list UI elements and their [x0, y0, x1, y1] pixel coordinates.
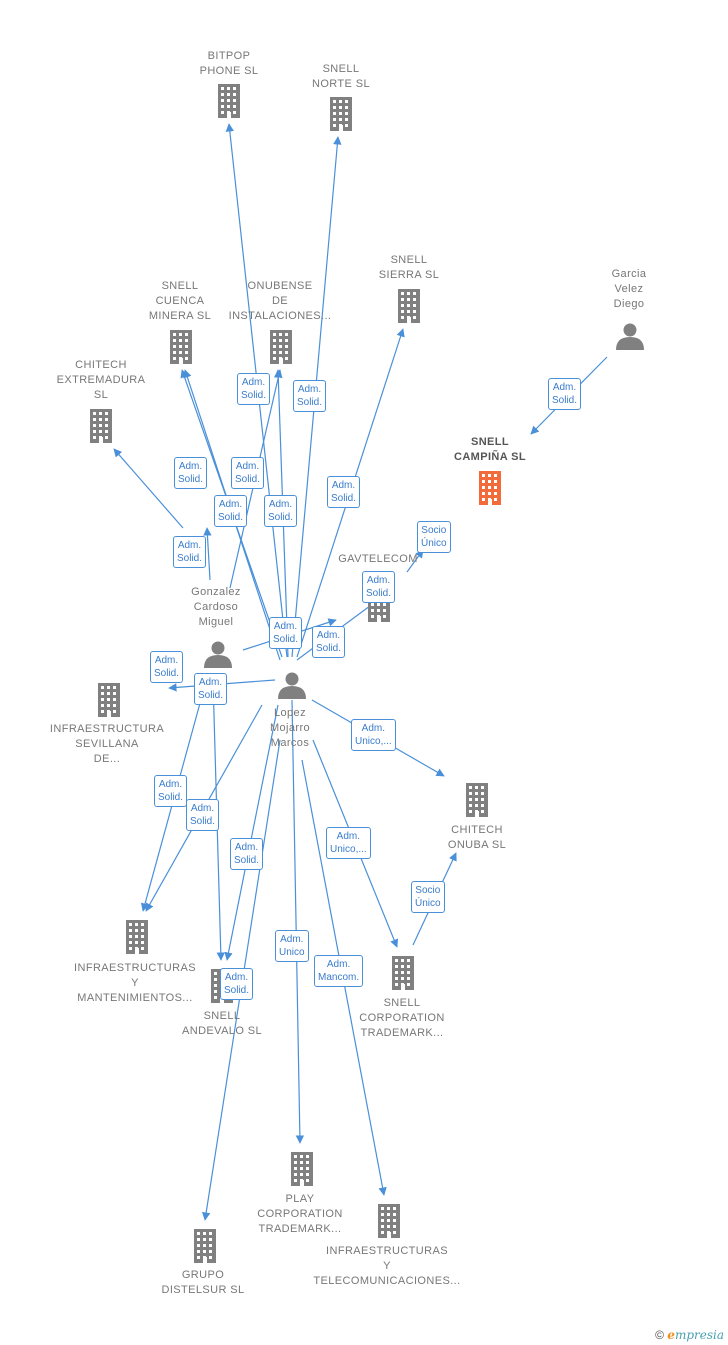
relation-edge	[113, 448, 184, 529]
node-label-snell-corp[interactable]: SNELL CORPORATION TRADEMARK...	[359, 997, 445, 1039]
footer-brand: © empresia	[655, 1328, 724, 1342]
edge-role-label: Adm. Unico,...	[351, 719, 396, 751]
edge-role-label: Adm. Solid.	[173, 536, 207, 568]
edge-role-label: Adm. Mancom.	[314, 955, 364, 987]
person-icon-gonzalez[interactable]	[204, 641, 232, 669]
relation-edge	[291, 699, 305, 1144]
building-icon-chitech-onuba[interactable]	[466, 783, 488, 817]
node-label-snell-campina[interactable]: SNELL CAMPIÑA SL	[453, 436, 527, 463]
edge-role-label: Socio Único	[411, 881, 445, 913]
relation-edge	[203, 527, 212, 581]
edge-role-label: Adm. Solid.	[154, 775, 188, 807]
node-label-snell-norte[interactable]: SNELL NORTE SL	[311, 63, 370, 90]
node-label-garcia[interactable]: Garcia Velez Diego	[611, 268, 647, 310]
building-icon-infra-tele[interactable]	[378, 1204, 400, 1238]
node-label-grupo-distelsur[interactable]: GRUPO DISTELSUR SL	[161, 1269, 245, 1296]
edge-role-label: Adm. Solid.	[362, 571, 396, 603]
edge-role-label: Adm. Solid.	[214, 495, 248, 527]
building-icon-snell-norte[interactable]	[330, 97, 352, 131]
edge-role-label: Adm. Solid.	[220, 968, 254, 1000]
copyright-icon: ©	[655, 1328, 664, 1342]
edge-role-label: Adm. Solid.	[186, 799, 220, 831]
person-icon-lopez[interactable]	[278, 672, 306, 700]
node-label-snell-cuenca[interactable]: SNELL CUENCA MINERA SL	[148, 280, 212, 322]
edge-role-label: Adm. Solid.	[293, 380, 327, 412]
building-icon-onubense[interactable]	[270, 330, 292, 364]
node-label-snell-sierra[interactable]: SNELL SIERRA SL	[378, 254, 440, 281]
node-label-lopez[interactable]: Lopez Mojarro Marcos	[269, 707, 311, 749]
edge-role-label: Adm. Solid.	[194, 673, 228, 705]
relation-edge	[406, 549, 424, 573]
edge-role-label: Adm. Unico	[275, 930, 309, 962]
building-icon-snell-cuenca[interactable]	[170, 330, 192, 364]
node-label-chitech-onuba[interactable]: CHITECH ONUBA SL	[447, 824, 507, 851]
node-label-gonzalez[interactable]: Gonzalez Cardoso Miguel	[191, 586, 241, 628]
building-icon-snell-campina[interactable]	[479, 471, 501, 505]
relation-edge	[224, 704, 279, 961]
node-label-play-corp[interactable]: PLAY CORPORATION TRADEMARK...	[257, 1193, 343, 1235]
edge-role-label: Adm. Solid.	[230, 838, 264, 870]
edge-role-label: Adm. Solid.	[231, 457, 265, 489]
edge-role-label: Adm. Solid.	[312, 626, 346, 658]
node-label-bitpop[interactable]: BITPOP PHONE SL	[199, 50, 259, 77]
edge-role-label: Adm. Unico,...	[326, 827, 371, 859]
edge-role-label: Adm. Solid.	[548, 378, 582, 410]
brand-logo: empresia	[667, 1328, 724, 1342]
edge-role-label: Adm. Solid.	[264, 495, 298, 527]
node-label-onubense[interactable]: ONUBENSE DE INSTALACIONES...	[228, 280, 332, 322]
building-icon-snell-sierra[interactable]	[398, 289, 420, 323]
edge-role-label: Socio Único	[417, 521, 451, 553]
building-icon-chitech-ext[interactable]	[90, 409, 112, 443]
node-label-snell-andevalo[interactable]: SNELL ANDEVALO SL	[181, 1010, 262, 1037]
building-icon-play-corp[interactable]	[291, 1152, 313, 1186]
edge-role-label: Adm. Solid.	[327, 476, 361, 508]
node-label-gavtelecom[interactable]: GAVTELECOM	[338, 553, 418, 565]
building-icon-infra-sev[interactable]	[98, 683, 120, 717]
building-icon-snell-corp[interactable]	[392, 956, 414, 990]
building-icon-bitpop[interactable]	[218, 84, 240, 118]
edge-role-label: Adm. Solid.	[269, 617, 303, 649]
building-icon-infra-mant[interactable]	[126, 920, 148, 954]
person-icon-garcia[interactable]	[616, 323, 644, 351]
building-icon-grupo-distelsur[interactable]	[194, 1229, 216, 1263]
node-label-infra-mant[interactable]: INFRAESTRUCTURAS Y MANTENIMIENTOS...	[74, 962, 196, 1004]
edge-role-label: Adm. Solid.	[150, 651, 184, 683]
edge-role-label: Adm. Solid.	[174, 457, 208, 489]
node-label-infra-sev[interactable]: INFRAESTRUCTURA SEVILLANA DE...	[49, 723, 165, 765]
node-label-infra-tele[interactable]: INFRAESTRUCTURAS Y TELECOMUNICACIONES...	[313, 1245, 461, 1287]
node-label-chitech-ext[interactable]: CHITECH EXTREMADURA SL	[56, 359, 146, 401]
edge-role-label: Adm. Solid.	[237, 373, 271, 405]
